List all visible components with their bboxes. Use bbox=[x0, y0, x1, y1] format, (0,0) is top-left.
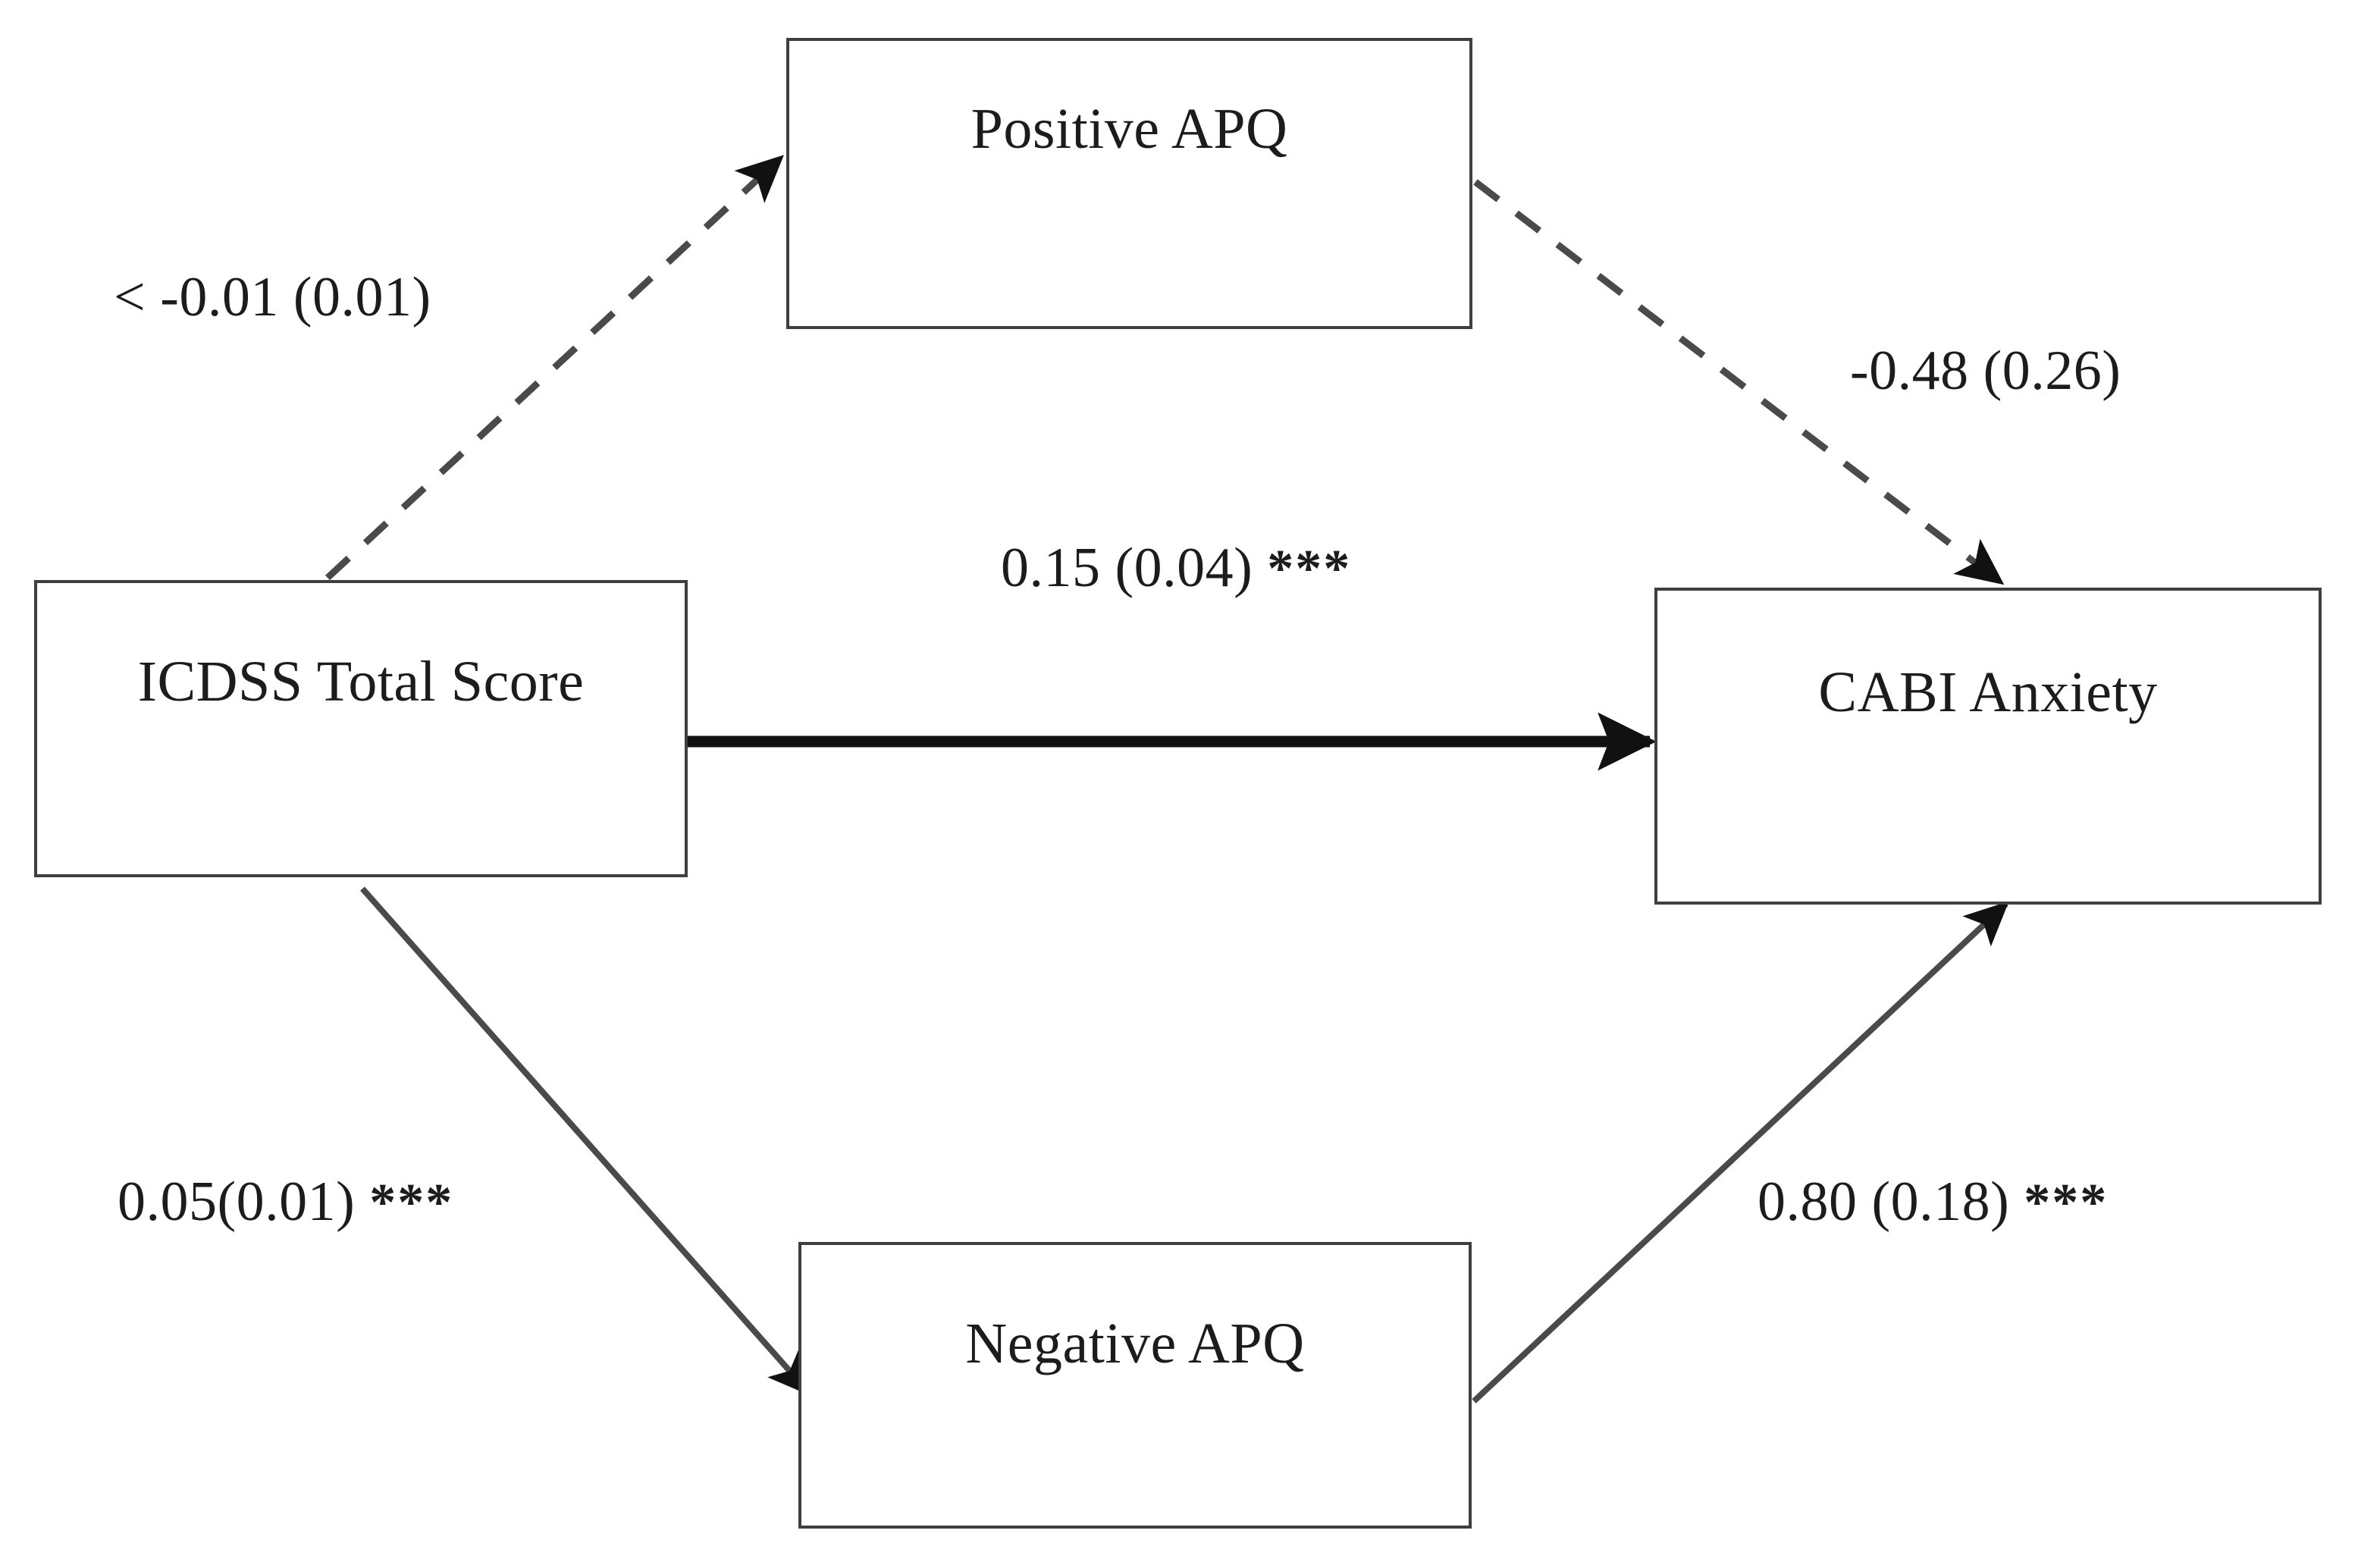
edge-label-a2-text: 0.05(0.01) bbox=[118, 1171, 370, 1233]
edge-label-b2-text: 0.80 (0.18) bbox=[1758, 1171, 2024, 1233]
node-icdss-total-score-label: ICDSS Total Score bbox=[137, 650, 585, 713]
edge-label-b2-significance-stars: *** bbox=[2024, 1174, 2109, 1232]
edge-label-negative-apq-to-cabi-anxiety: 0.80 (0.18) *** bbox=[1758, 1174, 2108, 1230]
edge-label-c-significance-stars: *** bbox=[1267, 540, 1352, 598]
edge-label-icdss-to-positive-apq: < -0.01 (0.01) bbox=[114, 269, 431, 325]
edge-label-icdss-to-negative-apq: 0.05(0.01) *** bbox=[118, 1174, 453, 1230]
edge-label-icdss-to-cabi-anxiety-direct: 0.15 (0.04) *** bbox=[1001, 540, 1351, 596]
edge-label-c-text: 0.15 (0.04) bbox=[1001, 537, 1268, 599]
node-positive-apq[interactable]: Positive APQ bbox=[786, 38, 1472, 329]
node-icdss-total-score[interactable]: ICDSS Total Score bbox=[34, 580, 688, 877]
edge-label-positive-apq-to-cabi-anxiety: -0.48 (0.26) bbox=[1850, 343, 2121, 399]
node-negative-apq-label: Negative APQ bbox=[965, 1312, 1305, 1375]
node-negative-apq[interactable]: Negative APQ bbox=[798, 1242, 1472, 1529]
edge-label-b1-text: -0.48 (0.26) bbox=[1850, 340, 2121, 402]
edge-label-a1-text: < -0.01 (0.01) bbox=[114, 266, 431, 328]
node-positive-apq-label: Positive APQ bbox=[970, 97, 1288, 161]
node-cabi-anxiety-label: CABI Anxiety bbox=[1818, 660, 2158, 724]
edge-icdss-to-positive-apq bbox=[325, 155, 784, 581]
edge-negative-apq-to-cabi-anxiety bbox=[1472, 901, 2009, 1403]
node-cabi-anxiety[interactable]: CABI Anxiety bbox=[1654, 588, 2322, 905]
edge-label-a2-significance-stars: *** bbox=[369, 1174, 454, 1232]
edge-icdss-to-negative-apq bbox=[360, 886, 813, 1397]
